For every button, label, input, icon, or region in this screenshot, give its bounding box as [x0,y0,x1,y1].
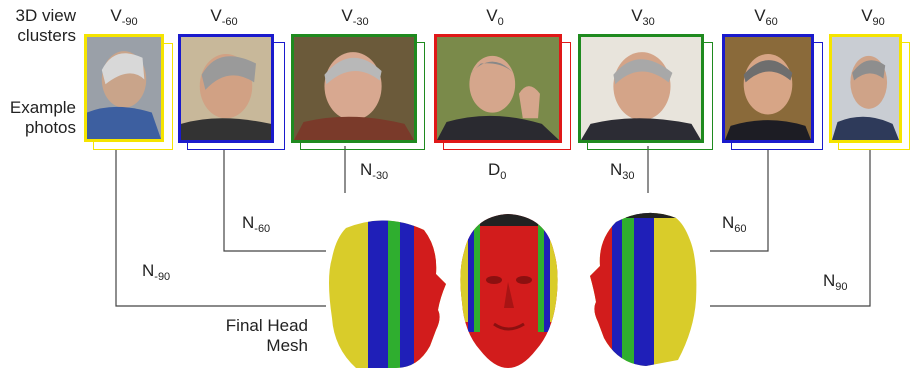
view-label-v60: V60 [754,6,778,28]
photo-frame-v-90 [84,34,164,142]
normal-label-n90: N90 [823,271,848,293]
photo-frame-v-30 [291,34,417,143]
photo-frame-v0 [434,34,562,143]
photos-label-line1: Example [9,98,76,117]
normal-label-n-30: N-30 [360,160,389,182]
normal-label-d0: D0 [488,160,507,182]
final-mesh-label-line2: Mesh [266,336,308,355]
view-label-v-60: V-60 [210,6,238,28]
photo-frame-v90 [829,34,902,143]
face-photo-v-30 [294,37,414,140]
head-mesh-left-view [329,220,446,368]
view-label-v30: V30 [631,6,655,28]
face-photo-v60 [725,37,811,140]
photos-label: Example photos [4,98,76,138]
face-photo-v0 [437,37,559,140]
connector-v60 [710,150,769,252]
face-photo-v-90 [87,37,161,139]
final-mesh-label: Final Head Mesh [200,316,308,356]
photo-frame-v-60 [178,34,274,143]
view-label-v90: V90 [861,6,885,28]
clusters-label-line1: 3D view [15,6,76,25]
head-mesh-right-view [590,212,697,366]
view-label-v-30: V-30 [341,6,369,28]
connector-v-90 [115,150,326,307]
view-label-v-90: V-90 [110,6,138,28]
photo-frame-v30 [578,34,704,143]
final-mesh-label-line1: Final Head [225,316,308,335]
face-photo-v30 [581,37,701,140]
face-photo-v90 [832,37,899,140]
head-mesh-front-view [460,214,558,368]
view-label-v0: V0 [486,6,504,28]
photo-frame-v60 [722,34,814,143]
connector-v90 [710,150,871,307]
normal-label-n30: N30 [610,160,635,182]
normal-label-n60: N60 [722,213,747,235]
face-photo-v-60 [181,37,271,140]
photos-label-line2: photos [24,118,76,137]
normal-label-n-60: N-60 [242,213,271,235]
clusters-label-line2: clusters [17,26,76,45]
normal-label-n-90: N-90 [142,261,171,283]
clusters-label: 3D view clusters [4,6,76,46]
connector-v-60 [223,150,326,252]
